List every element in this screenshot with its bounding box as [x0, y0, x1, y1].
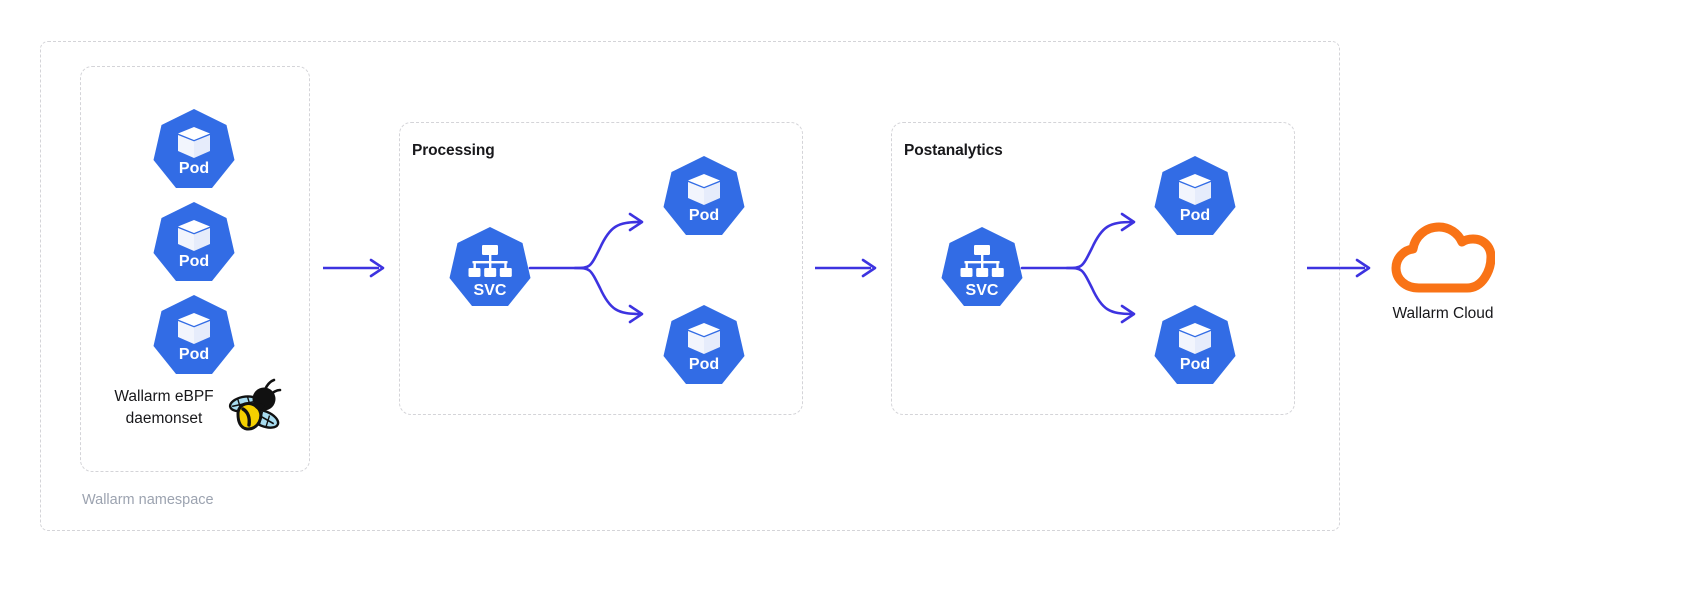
processing-pod-1[interactable]: Pod [660, 154, 748, 242]
svg-text:Pod: Pod [179, 253, 209, 270]
postanalytics-service-node[interactable]: SVC [938, 225, 1026, 313]
daemonset-pod-1[interactable]: Pod [150, 107, 238, 195]
svg-text:Pod: Pod [689, 207, 719, 224]
daemonset-pod-3[interactable]: Pod [150, 293, 238, 381]
postanalytics-pod-1[interactable]: Pod [1151, 154, 1239, 242]
daemonset-container [80, 66, 310, 472]
daemonset-label: Wallarm eBPF daemonset [114, 388, 214, 427]
processing-pod-2[interactable]: Pod [660, 303, 748, 391]
svg-text:Pod: Pod [1180, 356, 1210, 373]
namespace-label: Wallarm namespace [82, 492, 214, 508]
daemonset-pod-2[interactable]: Pod [150, 200, 238, 288]
wallarm-namespace-container [40, 41, 1340, 531]
svg-text:Pod: Pod [179, 346, 209, 363]
svg-text:Pod: Pod [179, 160, 209, 177]
processing-service-node[interactable]: SVC [446, 225, 534, 313]
postanalytics-title: Postanalytics [904, 142, 1003, 159]
bee-icon [224, 378, 282, 440]
processing-title: Processing [412, 142, 495, 159]
svg-text:SVC: SVC [966, 282, 999, 299]
svg-text:Pod: Pod [689, 356, 719, 373]
processing-container [399, 122, 803, 415]
svg-text:Pod: Pod [1180, 207, 1210, 224]
postanalytics-container [891, 122, 1295, 415]
svg-text:SVC: SVC [474, 282, 507, 299]
cloud-icon [1391, 222, 1495, 296]
postanalytics-pod-2[interactable]: Pod [1151, 303, 1239, 391]
cloud-label: Wallarm Cloud [1392, 305, 1494, 322]
